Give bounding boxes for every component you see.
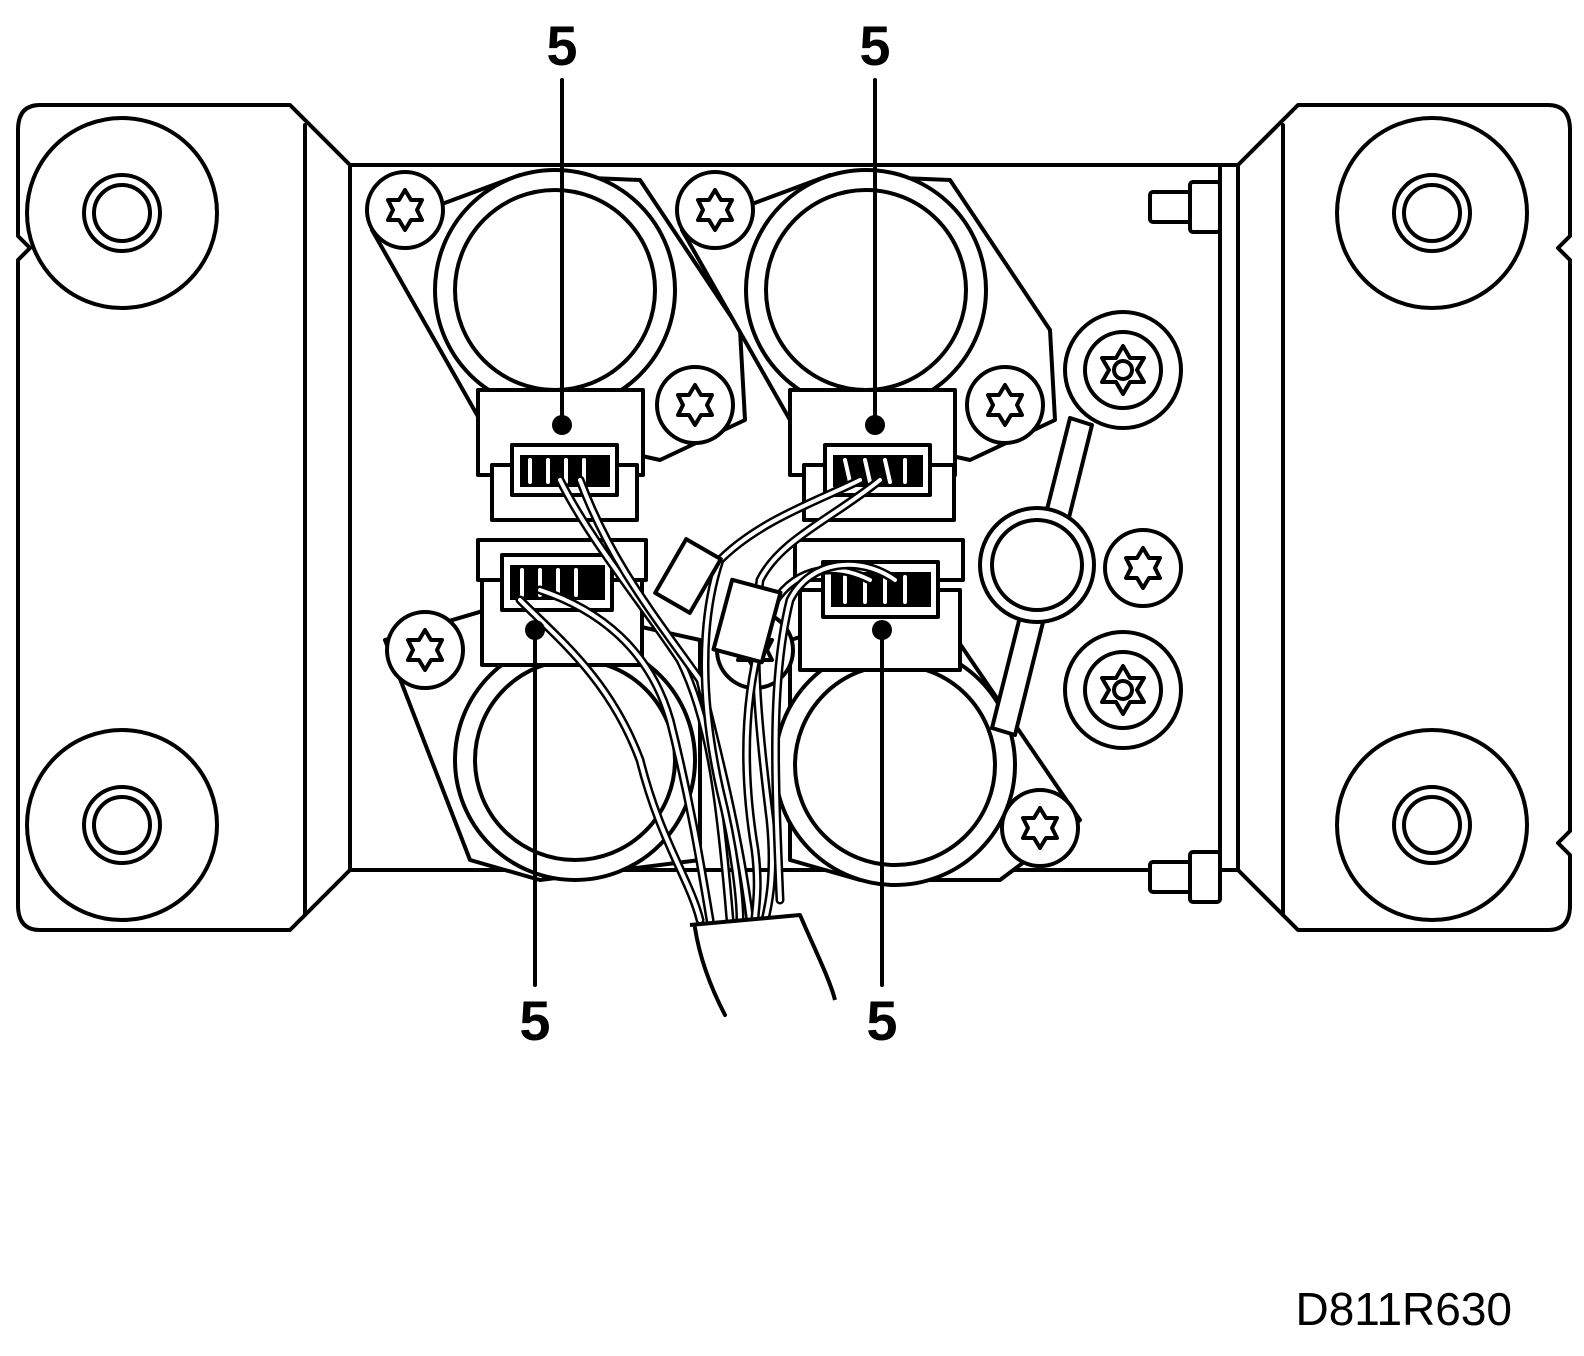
breather-tube (978, 416, 1096, 737)
connector-bottom-left (500, 553, 614, 612)
callout-bottom-left: 5 (519, 620, 551, 1052)
mounting-boss-top-left (25, 116, 219, 310)
torx-bolt-lower (1063, 630, 1183, 750)
solenoid-valve-top-right (680, 168, 1057, 522)
torx-bolt-upper (1063, 310, 1183, 430)
callout-top-left: 5 (546, 14, 578, 435)
mounting-boss-bottom-left (25, 728, 219, 922)
locating-pin-lower (1148, 850, 1222, 904)
torx-screw-4 (965, 365, 1045, 445)
callout-top-right: 5 (859, 14, 891, 435)
callout-label: 5 (519, 989, 550, 1052)
locating-pin-upper (1148, 180, 1222, 234)
torx-screw-1 (365, 170, 445, 250)
torx-screw-5 (385, 610, 465, 690)
callout-bottom-right: 5 (866, 620, 898, 1052)
torx-screw-8 (1103, 528, 1183, 608)
figure-id: D811R630 (1295, 1283, 1512, 1335)
callout-label: 5 (546, 14, 577, 77)
mounting-boss-bottom-right (1335, 728, 1529, 922)
mounting-boss-top-right (1335, 116, 1529, 310)
callout-label: 5 (859, 14, 890, 77)
torx-screw-7 (1000, 788, 1080, 868)
callout-label: 5 (866, 989, 897, 1052)
torx-screw-3 (655, 365, 735, 445)
wiring-harness (515, 475, 900, 1017)
torx-screw-2 (675, 170, 755, 250)
